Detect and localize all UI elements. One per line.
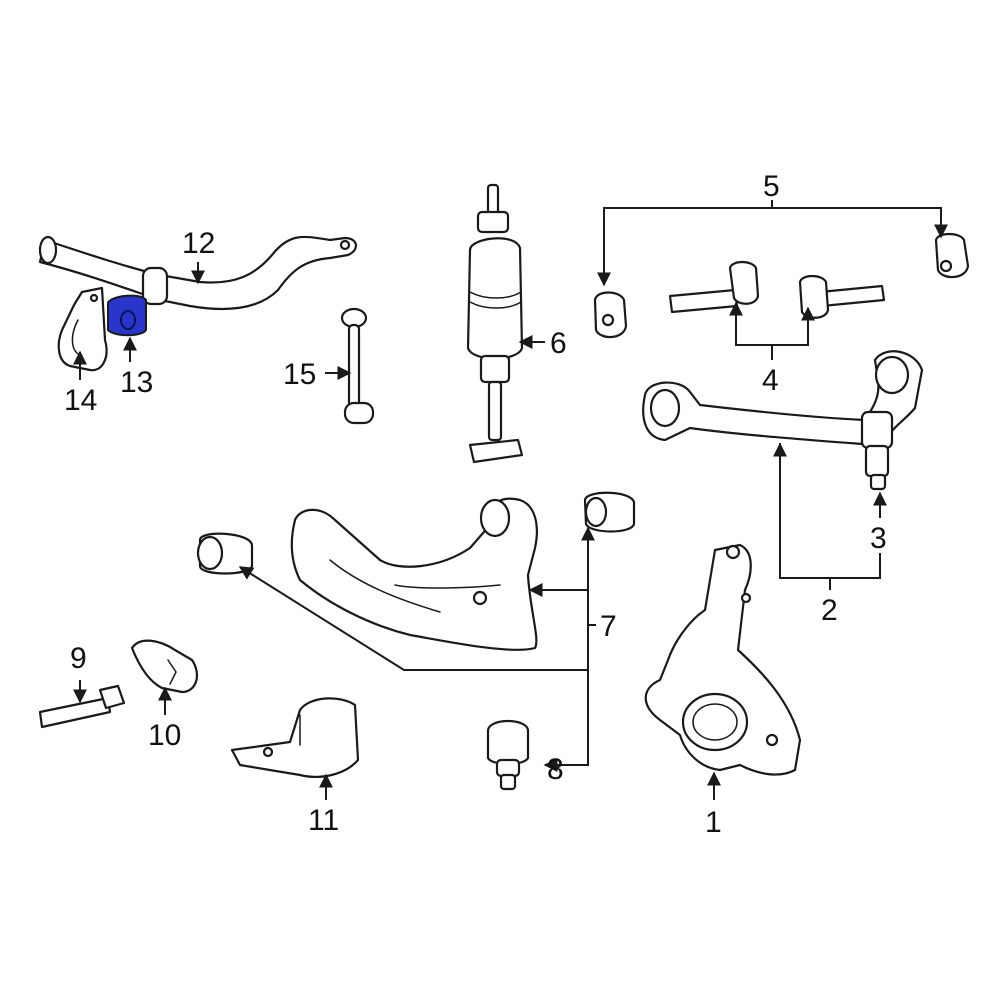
steering-knuckle[interactable] (644, 543, 802, 776)
callout-10: 10 (148, 719, 181, 752)
lower-arm-bushing-right[interactable] (583, 491, 636, 533)
upper-ball-joint[interactable] (864, 444, 890, 491)
callout-14: 14 (64, 384, 97, 417)
lower-arm-bushing-left[interactable] (196, 532, 254, 575)
callout-9: 9 (70, 642, 87, 675)
lower-ball-joint[interactable] (486, 719, 530, 791)
callout-3: 3 (870, 522, 887, 555)
callout-4: 4 (762, 364, 779, 397)
bolt[interactable] (38, 684, 126, 729)
callout-6: 6 (550, 327, 567, 360)
callout-15: 15 (283, 358, 316, 391)
lower-control-arm[interactable] (290, 497, 538, 651)
callout-7: 7 (600, 610, 617, 643)
callout-13: 13 (120, 366, 153, 399)
leader-lines (73, 200, 948, 800)
cam-bolt-left[interactable] (668, 260, 760, 314)
mounting-bracket[interactable] (230, 697, 360, 778)
callout-labels: 1 2 3 4 5 6 7 8 9 10 11 12 13 14 15 (64, 170, 887, 839)
callout-2: 2 (821, 594, 838, 627)
cam-washer-right[interactable] (934, 232, 970, 279)
callout-8: 8 (547, 753, 564, 786)
cam-bolt-right[interactable] (798, 274, 886, 319)
stabilizer-bracket[interactable] (57, 286, 108, 372)
callout-11: 11 (308, 804, 339, 837)
cam-plate[interactable] (130, 639, 199, 694)
callout-12: 12 (182, 227, 215, 260)
stabilizer-bushing[interactable] (107, 294, 147, 337)
callout-5: 5 (763, 170, 780, 203)
shock-absorber[interactable] (466, 183, 524, 464)
cam-washer-left[interactable] (593, 291, 628, 339)
callout-1: 1 (705, 806, 722, 839)
upper-control-arm[interactable] (642, 350, 924, 450)
stabilizer-link[interactable] (340, 307, 375, 425)
